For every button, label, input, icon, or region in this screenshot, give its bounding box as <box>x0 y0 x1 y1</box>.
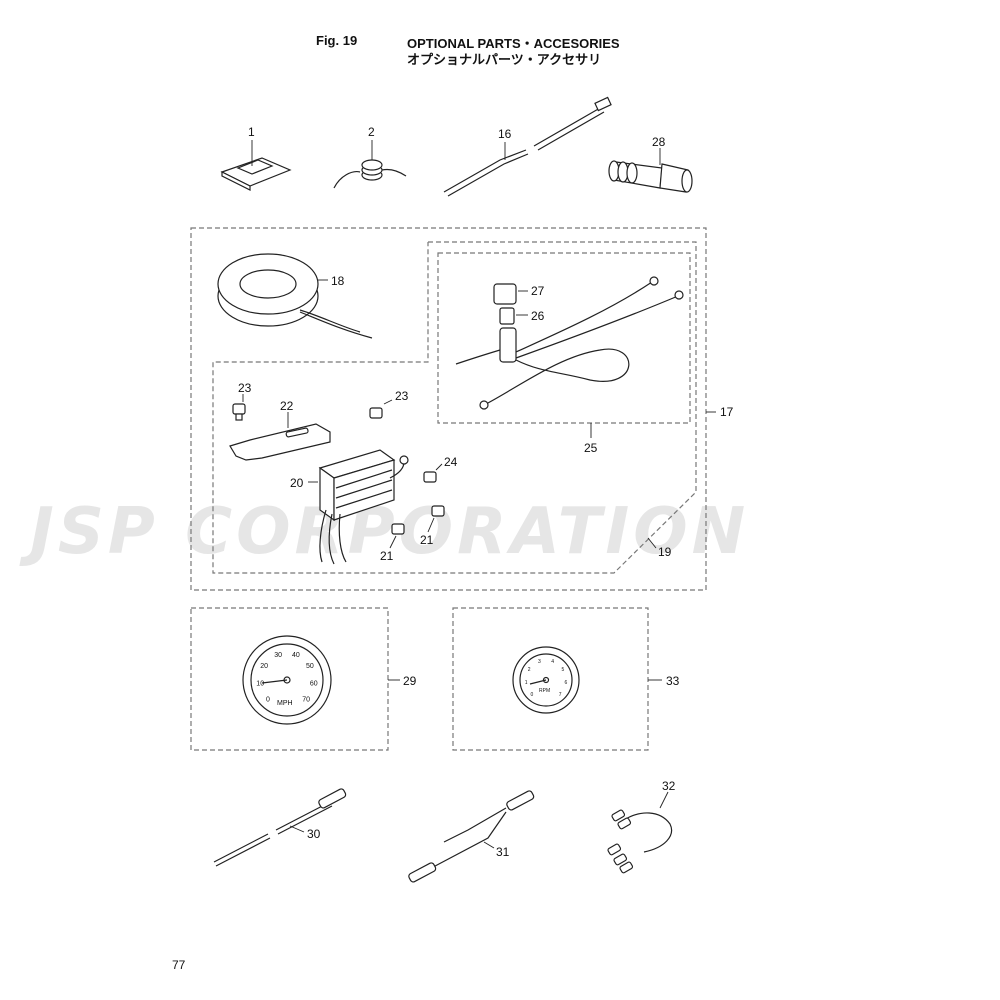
speedometer-unit: MPH <box>277 700 293 707</box>
part-32-connectors <box>607 791 673 874</box>
callout-27: 27 <box>531 284 545 298</box>
part-29-speedometer: 0 10 20 30 40 50 60 70 MPH <box>242 635 332 725</box>
part-21-screw-right <box>427 505 445 533</box>
callout-29: 29 <box>403 674 417 688</box>
tachometer-tick-label: 3 <box>538 659 541 665</box>
callout-26: 26 <box>531 309 545 323</box>
tachometer-tick-label: 2 <box>528 667 531 673</box>
group-17-boundary <box>190 227 707 591</box>
speedometer-tick-label: 50 <box>306 663 314 670</box>
callout-28: 28 <box>652 135 666 149</box>
speedometer-tick-label: 20 <box>260 663 268 670</box>
speedometer-tick-label: 30 <box>274 652 282 659</box>
tachometer-tick-label: 1 <box>525 680 528 686</box>
callout-17: 17 <box>720 405 734 419</box>
figure-title-japanese: オプショナルパーツ・アクセサリ <box>407 52 602 67</box>
callout-21-left: 21 <box>380 549 394 563</box>
speedometer-tick-label: 0 <box>266 697 270 704</box>
group-19-boundary <box>212 241 697 574</box>
group-29-boundary <box>190 607 389 751</box>
callout-24: 24 <box>444 455 458 469</box>
callout-25: 25 <box>584 441 598 455</box>
callout-30: 30 <box>307 827 321 841</box>
tachometer-tick-label: 5 <box>562 667 565 673</box>
part-26-coupler <box>499 307 528 325</box>
group-33-boundary <box>452 607 649 751</box>
part-20-regulator <box>308 449 409 565</box>
tachometer-tick-label: 0 <box>531 692 534 698</box>
callout-33: 33 <box>666 674 680 688</box>
speedometer-tick-label: 70 <box>302 697 310 704</box>
part-28-fitting <box>608 148 693 193</box>
part-27-cap <box>493 283 528 305</box>
group-25-boundary <box>437 252 691 424</box>
callout-21-right: 21 <box>420 533 434 547</box>
tachometer-tick-labels: 01 2 3 4 5 67 <box>525 659 568 698</box>
callout-2: 2 <box>368 125 375 139</box>
tachometer-tick-label: 7 <box>559 692 562 698</box>
part-24-screw <box>423 463 443 483</box>
speedometer-tick-label: 10 <box>256 681 264 688</box>
tachometer-unit: RPM <box>539 688 550 694</box>
part-23-bolt-left <box>232 394 246 421</box>
callout-18: 18 <box>331 274 345 288</box>
part-18-stator <box>217 253 373 339</box>
callout-23-right: 23 <box>395 389 409 403</box>
callout-20: 20 <box>290 476 304 490</box>
part-22-bracket <box>229 412 331 461</box>
page-number: 77 <box>172 958 186 972</box>
watermark: JSP CORPORATION <box>19 495 749 569</box>
part-23-bolt-right <box>369 399 393 419</box>
callout-23-left: 23 <box>238 381 252 395</box>
callout-32: 32 <box>662 779 676 793</box>
callout-31: 31 <box>496 845 510 859</box>
speedometer-tick-labels: 0 10 20 30 40 50 60 70 <box>256 652 317 704</box>
speedometer-tick-label: 40 <box>292 652 300 659</box>
part-16-cable <box>443 96 612 197</box>
part-1-pouch <box>220 140 292 191</box>
part-2-spring <box>333 140 407 189</box>
figure-title-english: OPTIONAL PARTS・ACCESORIES <box>407 36 620 51</box>
speedometer-tick-label: 60 <box>310 681 318 688</box>
callout-22: 22 <box>280 399 294 413</box>
callout-19: 19 <box>658 545 672 559</box>
part-30-cable <box>213 788 347 867</box>
figure-label: Fig. 19 <box>316 33 358 48</box>
tachometer-tick-label: 4 <box>551 659 554 665</box>
callout-1: 1 <box>248 125 255 139</box>
part-31-cable <box>408 790 535 883</box>
tachometer-tick-label: 6 <box>565 680 568 686</box>
part-21-screw-left <box>389 523 405 549</box>
callout-16: 16 <box>498 127 512 141</box>
part-33-tachometer: 01 2 3 4 5 67 RPM <box>512 646 580 714</box>
part-25-harness <box>455 276 684 410</box>
